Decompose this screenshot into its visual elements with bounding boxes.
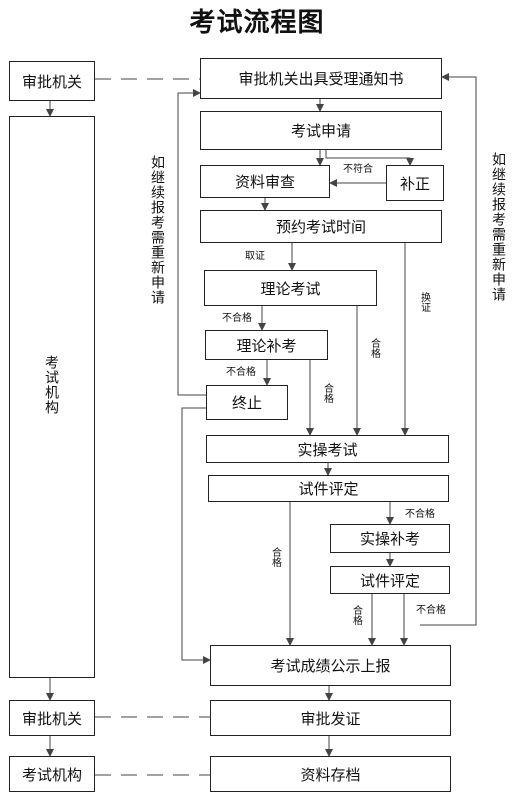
step-certify: 审批发证 (210, 700, 451, 736)
approval-authority-top: 审批机关 (9, 61, 95, 101)
label-pass-retake: 合格 (321, 383, 333, 403)
exam-body-bottom: 考试机构 (9, 756, 95, 792)
label-fail-piece: 不合格 (405, 509, 435, 520)
step-practical-retake: 实操补考 (330, 524, 450, 553)
step-schedule: 预约考试时间 (200, 210, 442, 243)
loop-left-renew (177, 89, 206, 396)
step-theory-retake: 理论补考 (205, 330, 328, 360)
step-supplement: 补正 (386, 165, 444, 201)
step-archive: 资料存档 (210, 756, 451, 792)
step-review: 资料审查 (200, 165, 330, 198)
step-practical: 实操考试 (206, 435, 449, 463)
label-pass-piece: 合格 (269, 547, 281, 567)
label-take-cert: 取证 (245, 251, 265, 262)
page-title: 考试流程图 (189, 8, 325, 38)
step-theory: 理论考试 (204, 270, 377, 306)
arrow-terminate-publish (181, 407, 211, 664)
exam-body-column (9, 116, 95, 678)
label-pass-theory: 合格 (368, 338, 380, 358)
step-piece-eval-2: 试件评定 (330, 566, 450, 594)
step-piece-eval: 试件评定 (208, 475, 449, 502)
label-pass-piece-2: 合格 (350, 605, 362, 625)
exam-body-label: 考试机构 (43, 355, 59, 415)
label-fail-review: 不符合 (343, 164, 373, 175)
side-note-right: 如继续报考需重新申请 (490, 152, 506, 302)
label-fail-piece-2: 不合格 (416, 605, 446, 616)
step-publish: 考试成绩公示上报 (210, 645, 451, 686)
side-note-left: 如继续报考需重新申请 (149, 155, 165, 305)
label-renew-cert: 换证 (418, 292, 430, 312)
label-fail-theory: 不合格 (222, 313, 252, 324)
step-application: 考试申请 (200, 111, 442, 150)
step-notice: 审批机关出具受理通知书 (200, 58, 442, 99)
loop-right-renew (420, 73, 477, 626)
label-fail-retake: 不合格 (226, 367, 256, 378)
arrow-review-supplement (325, 150, 414, 166)
step-terminate: 终止 (206, 385, 288, 420)
approval-authority-bottom: 审批机关 (9, 700, 95, 736)
